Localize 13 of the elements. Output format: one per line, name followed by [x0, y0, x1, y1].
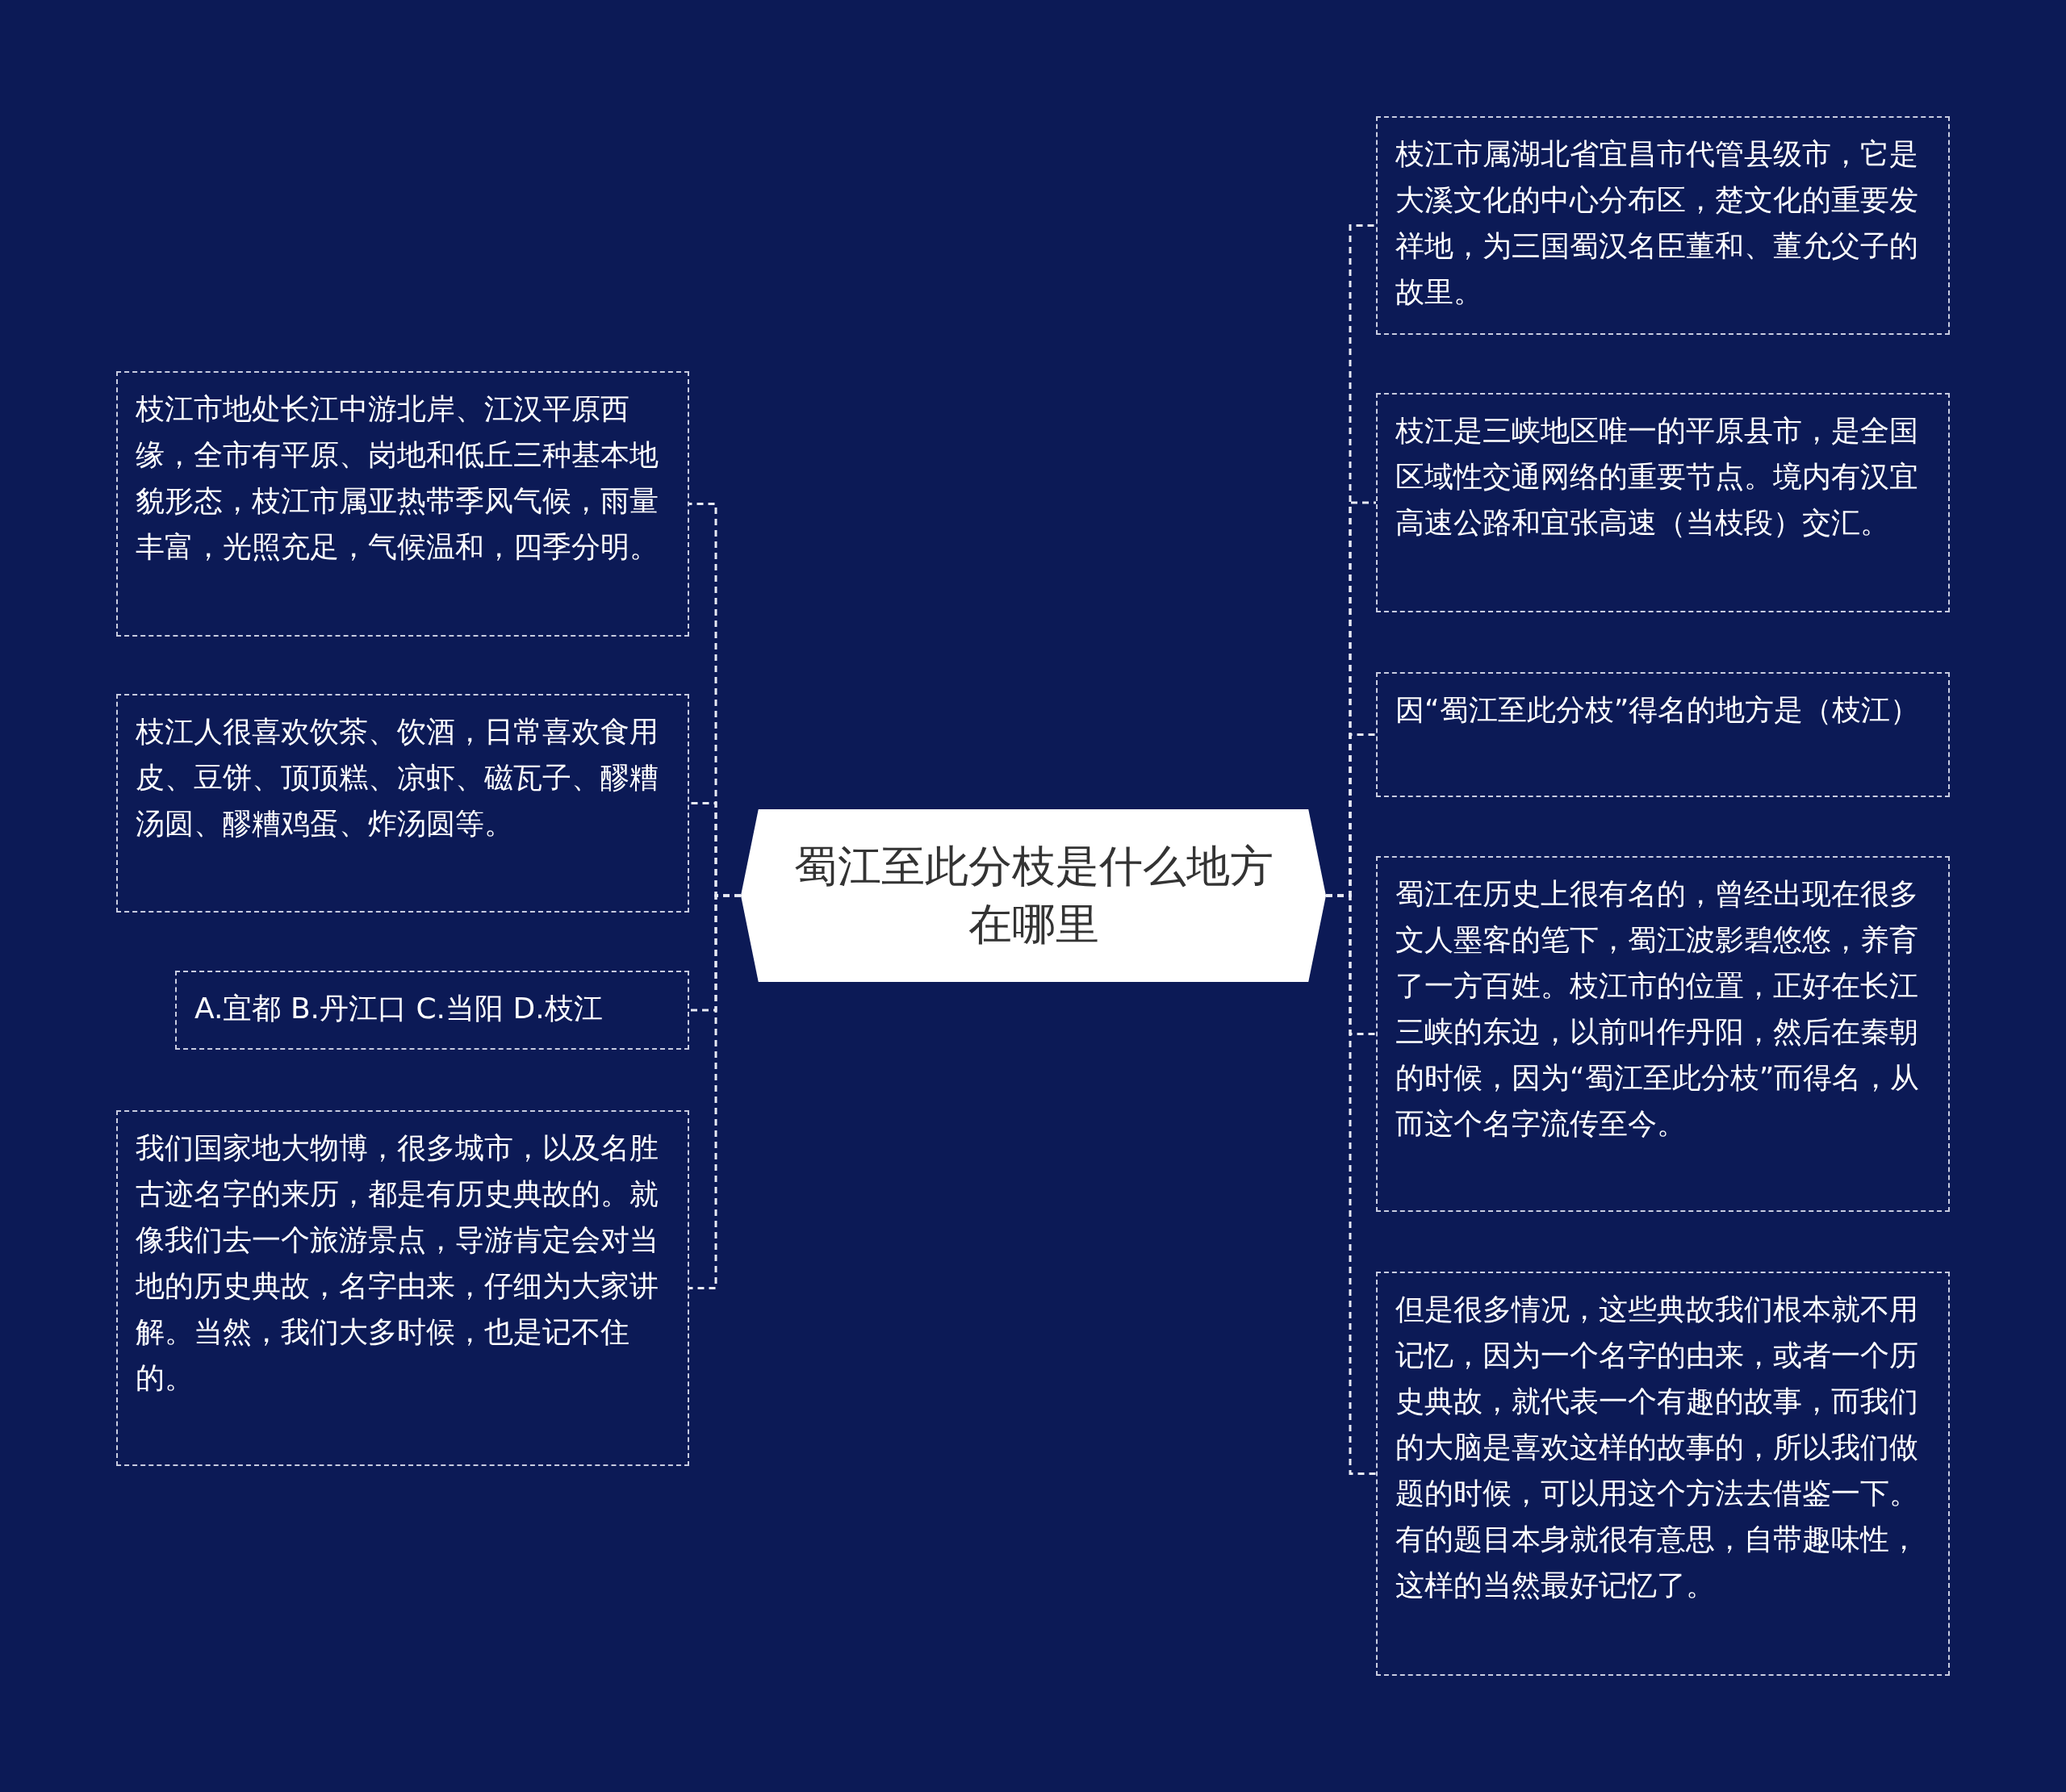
text-box: A.宜都 B.丹江口 C.当阳 D.枝江: [175, 971, 689, 1050]
text-box: 蜀江在历史上很有名的，曾经出现在很多文人墨客的笔下，蜀江波影碧悠悠，养育了一方百姓。枝江市的位置，正好在长江三峡的东边，以前叫作丹阳，然后在秦朝的时候，因为“蜀江至此分枝”而得名，从而这个名字流传至今。: [1376, 856, 1950, 1212]
text-box: 枝江市地处长江中游北岸、江汉平原西缘，全市有平原、岗地和低丘三种基本地貌形态，枝江市属亚热带季风气候，雨量丰富，光照充足，气候温和，四季分明。: [116, 371, 689, 637]
text-box: 枝江市属湖北省宜昌市代管县级市，它是大溪文化的中心分布区，楚文化的重要发祥地，为三国蜀汉名臣董和、董允父子的故里。: [1376, 116, 1950, 335]
connector-line: [689, 894, 741, 1289]
topic-title: 蜀江至此分枝是什么地方在哪里: [793, 840, 1274, 951]
text-box: 枝江人很喜欢饮茶、饮酒，日常喜欢食用皮、豆饼、顶顶糕、凉虾、磁瓦子、醪糟汤圆、醪糟鸡蛋、炸汤圆等。: [116, 694, 689, 913]
text-box: 我们国家地大物博，很多城市，以及名胜古迹名字的来历，都是有历史典故的。就像我们去一个旅游景点，导游肯定会对当地的历史典故，名字由来，仔细为大家讲解。当然，我们大多时候，也是记不住的。: [116, 1110, 689, 1466]
hexagon-node: [741, 809, 1326, 982]
text-box: 因“蜀江至此分枝”得名的地方是（枝江）: [1376, 672, 1950, 797]
text-box: 枝江是三峡地区唯一的平原县市，是全国区域性交通网络的重要节点。境内有汉宜高速公路和宜张高速（当枝段）交汇。: [1376, 393, 1950, 612]
text-box: 但是很多情况，这些典故我们根本就不用记忆，因为一个名字的由来，或者一个历史典故，就代表一个有趣的故事，而我们的大脑是喜欢这样的故事的，所以我们做题的时候，可以用这个方法去借鉴一下。有的题目本身就很有意思，自带趣味性，这样的当然最好记忆了。: [1376, 1272, 1950, 1676]
connector-line: [1326, 894, 1376, 1475]
